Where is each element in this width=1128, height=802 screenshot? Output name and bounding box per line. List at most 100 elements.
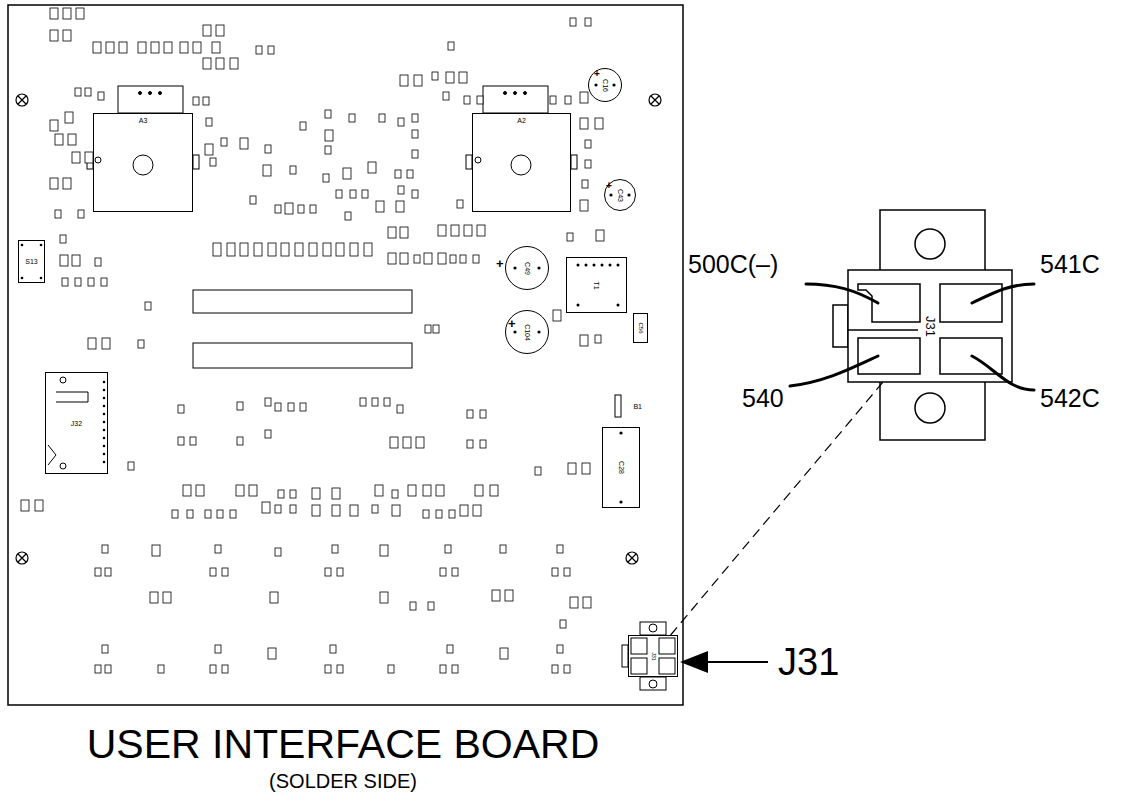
- smd-part: [190, 437, 196, 445]
- capacitor-box: C56: [633, 313, 648, 343]
- part-label: C43: [617, 189, 624, 202]
- smd-part: [178, 437, 184, 445]
- smd-part: [505, 590, 513, 601]
- smd-part: [473, 505, 481, 516]
- smd-part: [68, 134, 76, 145]
- smd-part: [187, 510, 193, 518]
- diagram-caption: (SOLDER SIDE): [0, 771, 686, 791]
- smd-part: [336, 243, 344, 256]
- smd-part: [473, 255, 479, 263]
- smd-part: [436, 510, 442, 518]
- part-label: C28: [618, 461, 625, 474]
- smd-part: [300, 403, 306, 411]
- small-j31-details: [622, 622, 675, 690]
- smd-part: [384, 398, 390, 406]
- polarity-mark: +: [496, 257, 504, 270]
- smd-part: [50, 120, 58, 131]
- smd-part: [55, 134, 63, 145]
- smd-part: [580, 200, 588, 211]
- smd-part: [275, 548, 281, 556]
- wire-label: 541C: [1040, 252, 1100, 277]
- smd-part: [193, 42, 201, 53]
- smd-part: [183, 485, 191, 496]
- smd-part: [210, 158, 216, 166]
- smd-part: [215, 645, 221, 653]
- wire-label: 542C: [1040, 386, 1100, 411]
- smd-part: [105, 568, 111, 576]
- smd-part: [400, 75, 408, 86]
- a3-details: [87, 86, 199, 175]
- smd-part: [423, 485, 431, 496]
- smd-part: [397, 405, 403, 413]
- smd-part: [215, 545, 221, 553]
- smd-part: [270, 592, 278, 603]
- smd-part: [414, 255, 420, 263]
- smd-part: [332, 545, 338, 553]
- smd-part: [196, 485, 204, 496]
- connector-box: J31: [628, 635, 678, 677]
- smd-part: [380, 592, 388, 603]
- smd-part: [138, 42, 146, 53]
- smd-part: [95, 568, 101, 576]
- smd-part: [203, 97, 209, 105]
- smd-part: [388, 253, 396, 264]
- slot: [193, 290, 412, 313]
- smd-part: [560, 620, 566, 628]
- smd-part: [50, 178, 58, 189]
- smd-part: [288, 403, 294, 411]
- polarity-mark: +: [594, 69, 600, 79]
- smd-part: [410, 602, 416, 610]
- smd-part: [312, 505, 320, 516]
- smd-part: [440, 568, 446, 576]
- smd-part: [50, 8, 58, 19]
- smd-part: [237, 402, 243, 410]
- part-label: C104: [523, 324, 530, 341]
- smd-part: [172, 510, 178, 518]
- part-label-box: B1: [612, 393, 642, 419]
- smd-part: [105, 665, 111, 673]
- smd-part: [580, 92, 588, 103]
- capacitor-box: C28: [602, 427, 640, 508]
- smd-part: [416, 437, 424, 448]
- smd-part: [557, 545, 563, 553]
- smd-part: [55, 210, 61, 218]
- smd-part: [262, 502, 270, 513]
- smd-part: [164, 42, 172, 53]
- smd-part: [312, 488, 320, 499]
- smd-part: [570, 18, 576, 26]
- smd-part: [332, 505, 340, 516]
- smd-part: [564, 665, 570, 673]
- smd-part: [398, 186, 404, 194]
- smd-part: [85, 88, 91, 96]
- smd-part: [275, 205, 281, 213]
- connector-box: J32: [45, 372, 108, 474]
- smd-part: [449, 510, 455, 518]
- smd-part: [249, 485, 257, 496]
- smd-part: [360, 398, 366, 406]
- smd-part: [475, 485, 483, 496]
- smd-part: [557, 645, 563, 653]
- mounting-holes: [16, 94, 661, 564]
- smd-part: [145, 302, 151, 310]
- smd-part: [400, 253, 408, 264]
- smd-part: [278, 490, 284, 498]
- smd-part: [205, 144, 213, 155]
- smd-part: [459, 72, 467, 83]
- smd-part: [325, 665, 331, 673]
- smd-part: [464, 225, 472, 236]
- smd-part: [323, 174, 329, 182]
- smd-part: [75, 278, 81, 286]
- part-label: J31: [651, 652, 656, 660]
- smd-part: [585, 160, 591, 168]
- smd-part: [78, 210, 84, 218]
- smd-part: [212, 42, 220, 53]
- smd-part: [285, 203, 293, 214]
- smd-part: [414, 75, 422, 86]
- smd-part: [263, 165, 271, 176]
- j32-details: [48, 377, 88, 469]
- smd-part: [62, 278, 68, 286]
- smd-part: [552, 568, 558, 576]
- smd-part: [467, 410, 473, 418]
- smd-part: [290, 166, 296, 174]
